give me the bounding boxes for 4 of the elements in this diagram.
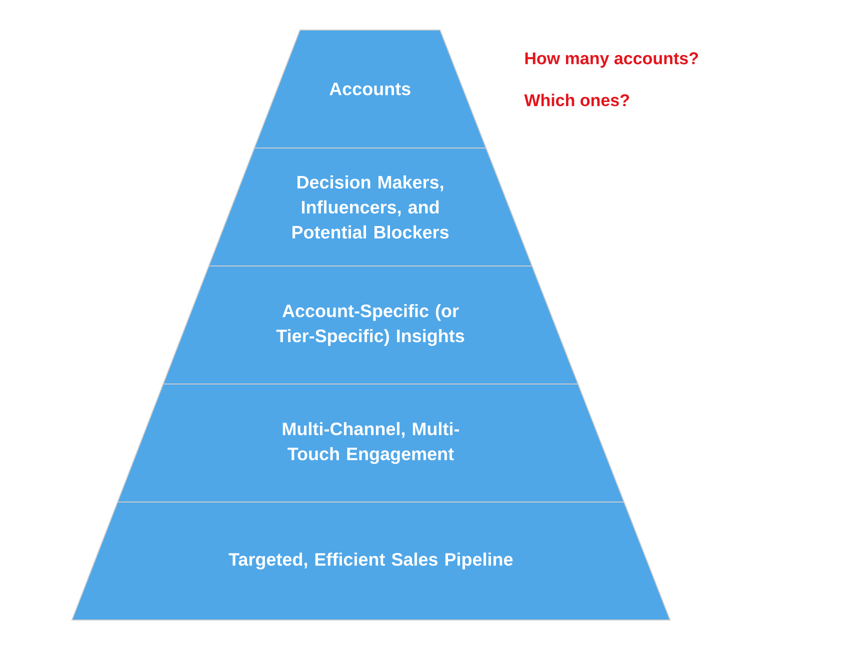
pyramid-level: Accounts <box>254 30 487 148</box>
question-text: How many accounts? <box>525 52 698 68</box>
question-text: Which ones? <box>524 94 629 106</box>
pyramid-level: Decision Makers, Influencers, and Potential Blockers <box>208 148 533 266</box>
